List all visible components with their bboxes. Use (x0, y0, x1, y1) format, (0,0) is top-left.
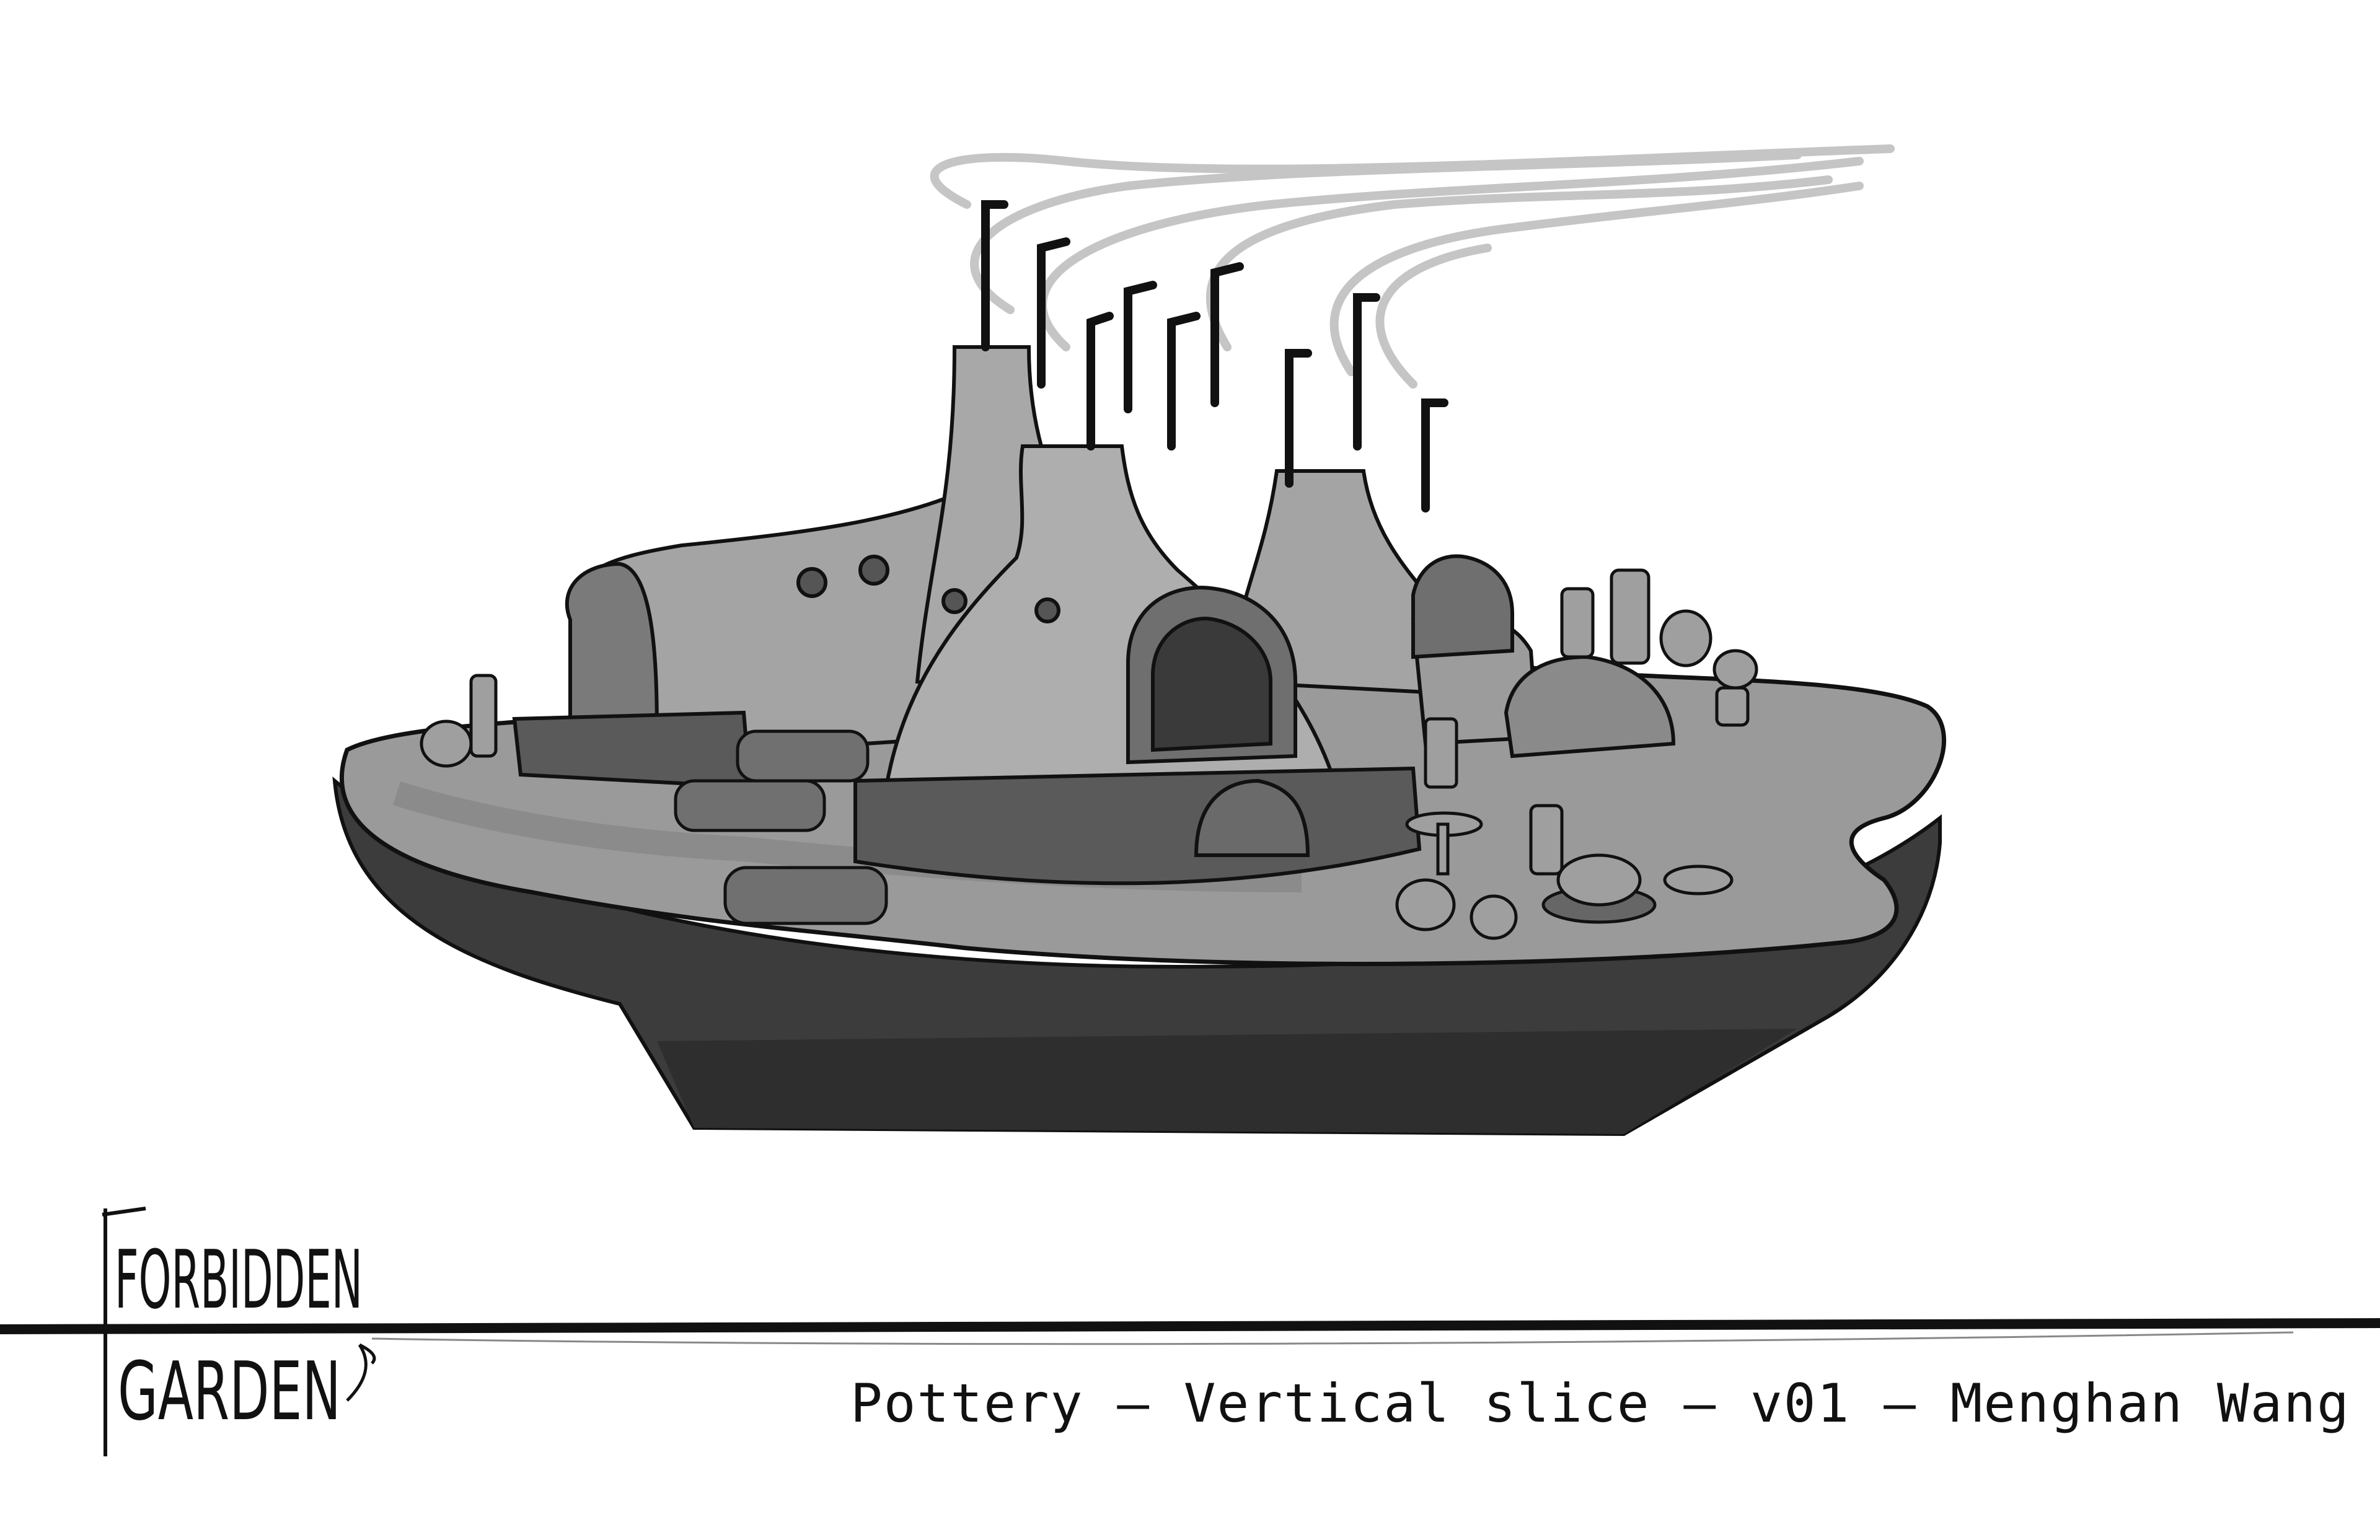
logo-line1: FORBIDDEN (115, 1233, 363, 1327)
title-rule (0, 1318, 2380, 1334)
pottery-items (420, 568, 1758, 940)
forbidden-garden-logo: FORBIDDEN GARDEN (102, 1207, 376, 1456)
caption-text: Pottery – Vertical slice – v01 – Menghan… (850, 1373, 2350, 1435)
firewood-bundles (674, 729, 888, 925)
chimneys (981, 200, 1448, 513)
kiln-complex (512, 345, 1676, 886)
smoke-plumes (930, 144, 1895, 389)
logo-line2: GARDEN (118, 1344, 341, 1438)
